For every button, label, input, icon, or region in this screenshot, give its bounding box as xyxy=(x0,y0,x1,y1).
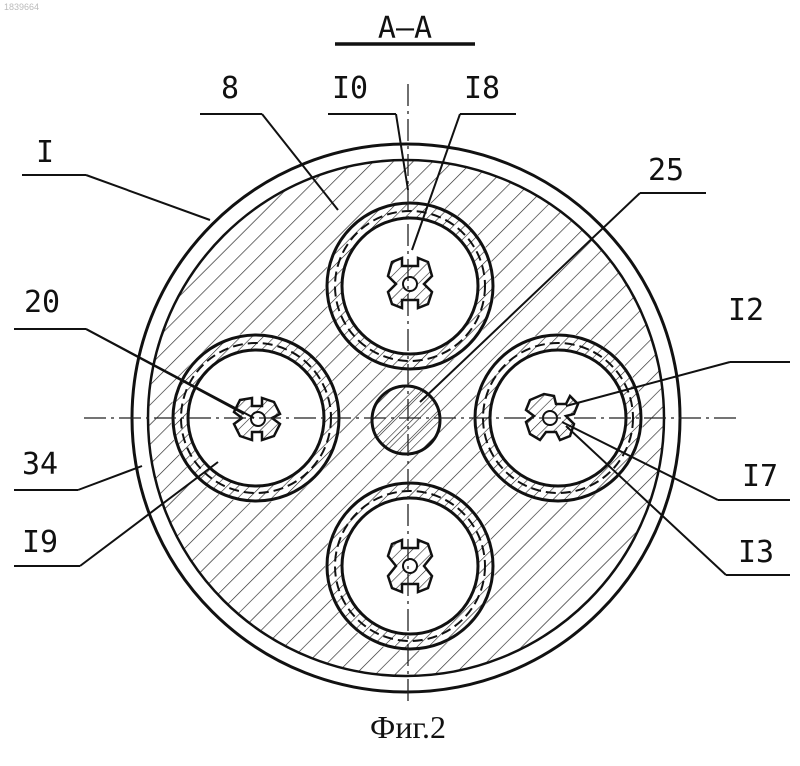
label-8: 8 xyxy=(221,71,239,106)
label-34: 34 xyxy=(22,447,58,482)
label-18: I8 xyxy=(464,71,500,106)
label-25: 25 xyxy=(648,153,684,188)
label-13: I3 xyxy=(738,535,774,570)
section-title: A–A xyxy=(378,11,432,46)
label-1: I xyxy=(36,135,54,170)
label-19: I9 xyxy=(22,525,58,560)
watermark-text: 1839664 xyxy=(4,2,39,12)
bore-top xyxy=(327,203,493,369)
label-20: 20 xyxy=(24,285,60,320)
bore-bottom xyxy=(327,483,493,649)
label-10: I0 xyxy=(332,71,368,106)
figure-caption: Фиг.2 xyxy=(370,709,446,745)
central-rod xyxy=(372,386,440,454)
label-17: I7 xyxy=(742,459,778,494)
label-12: I2 xyxy=(728,293,764,328)
